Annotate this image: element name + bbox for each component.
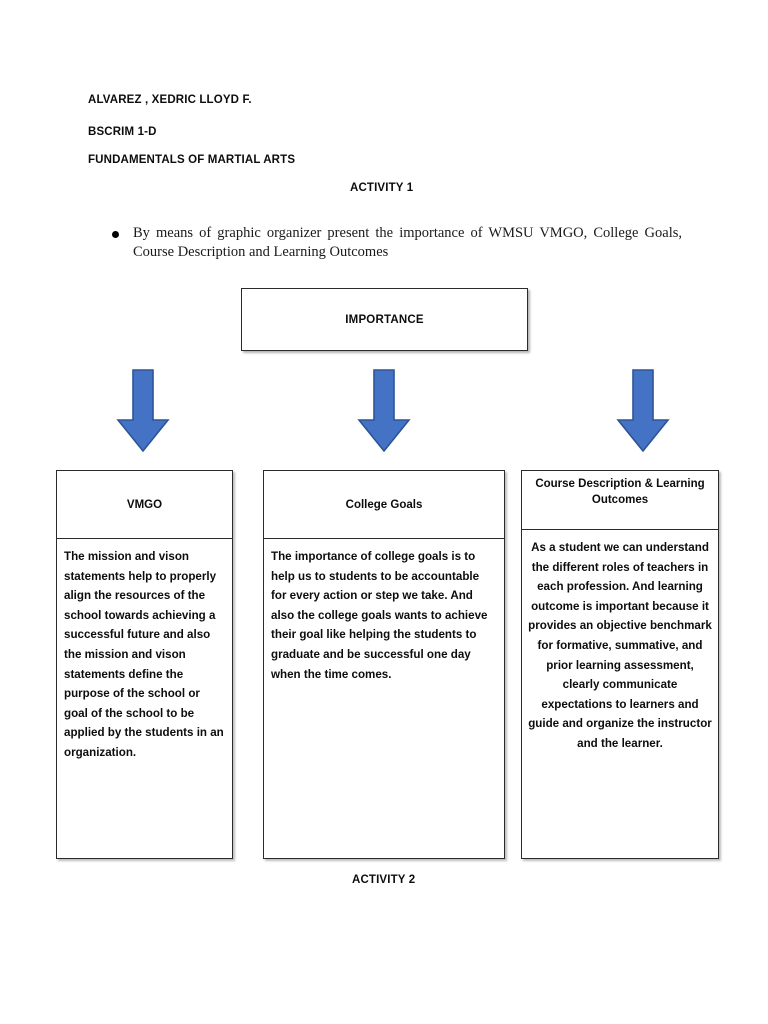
- subject-title: FUNDAMENTALS OF MARTIAL ARTS: [88, 154, 296, 166]
- column-heading-college-goals: College Goals: [264, 471, 504, 539]
- column-body-college-goals: The importance of college goals is to he…: [271, 550, 488, 681]
- diagram-column-college-goals: College Goals The importance of college …: [263, 470, 505, 859]
- diagram-column-vmgo: VMGO The mission and vison statements he…: [56, 470, 233, 859]
- bullet-dot-icon: [112, 231, 119, 238]
- down-arrow-icon-middle: [356, 368, 412, 454]
- student-name: ALVAREZ , XEDRIC LLOYD F.: [88, 94, 252, 106]
- down-arrow-icon-right: [615, 368, 671, 454]
- column-body-course-description: As a student we can understand the diffe…: [528, 541, 712, 750]
- activity-2-label: ACTIVITY 2: [352, 874, 416, 886]
- activity-1-label: ACTIVITY 1: [350, 182, 414, 194]
- instruction-bullet-item: By means of graphic organizer present th…: [112, 224, 682, 262]
- diagram-root-label: IMPORTANCE: [345, 313, 424, 326]
- column-heading-vmgo: VMGO: [57, 471, 232, 539]
- column-heading-course-description: Course Description & Learning Outcomes: [522, 471, 718, 530]
- diagram-root-box: IMPORTANCE: [241, 288, 528, 351]
- diagram-column-course-description: Course Description & Learning Outcomes A…: [521, 470, 719, 859]
- course-code: BSCRIM 1-D: [88, 126, 157, 138]
- instruction-text: By means of graphic organizer present th…: [133, 225, 682, 260]
- down-arrow-icon-left: [115, 368, 171, 454]
- column-body-vmgo: The mission and vison statements help to…: [64, 550, 224, 759]
